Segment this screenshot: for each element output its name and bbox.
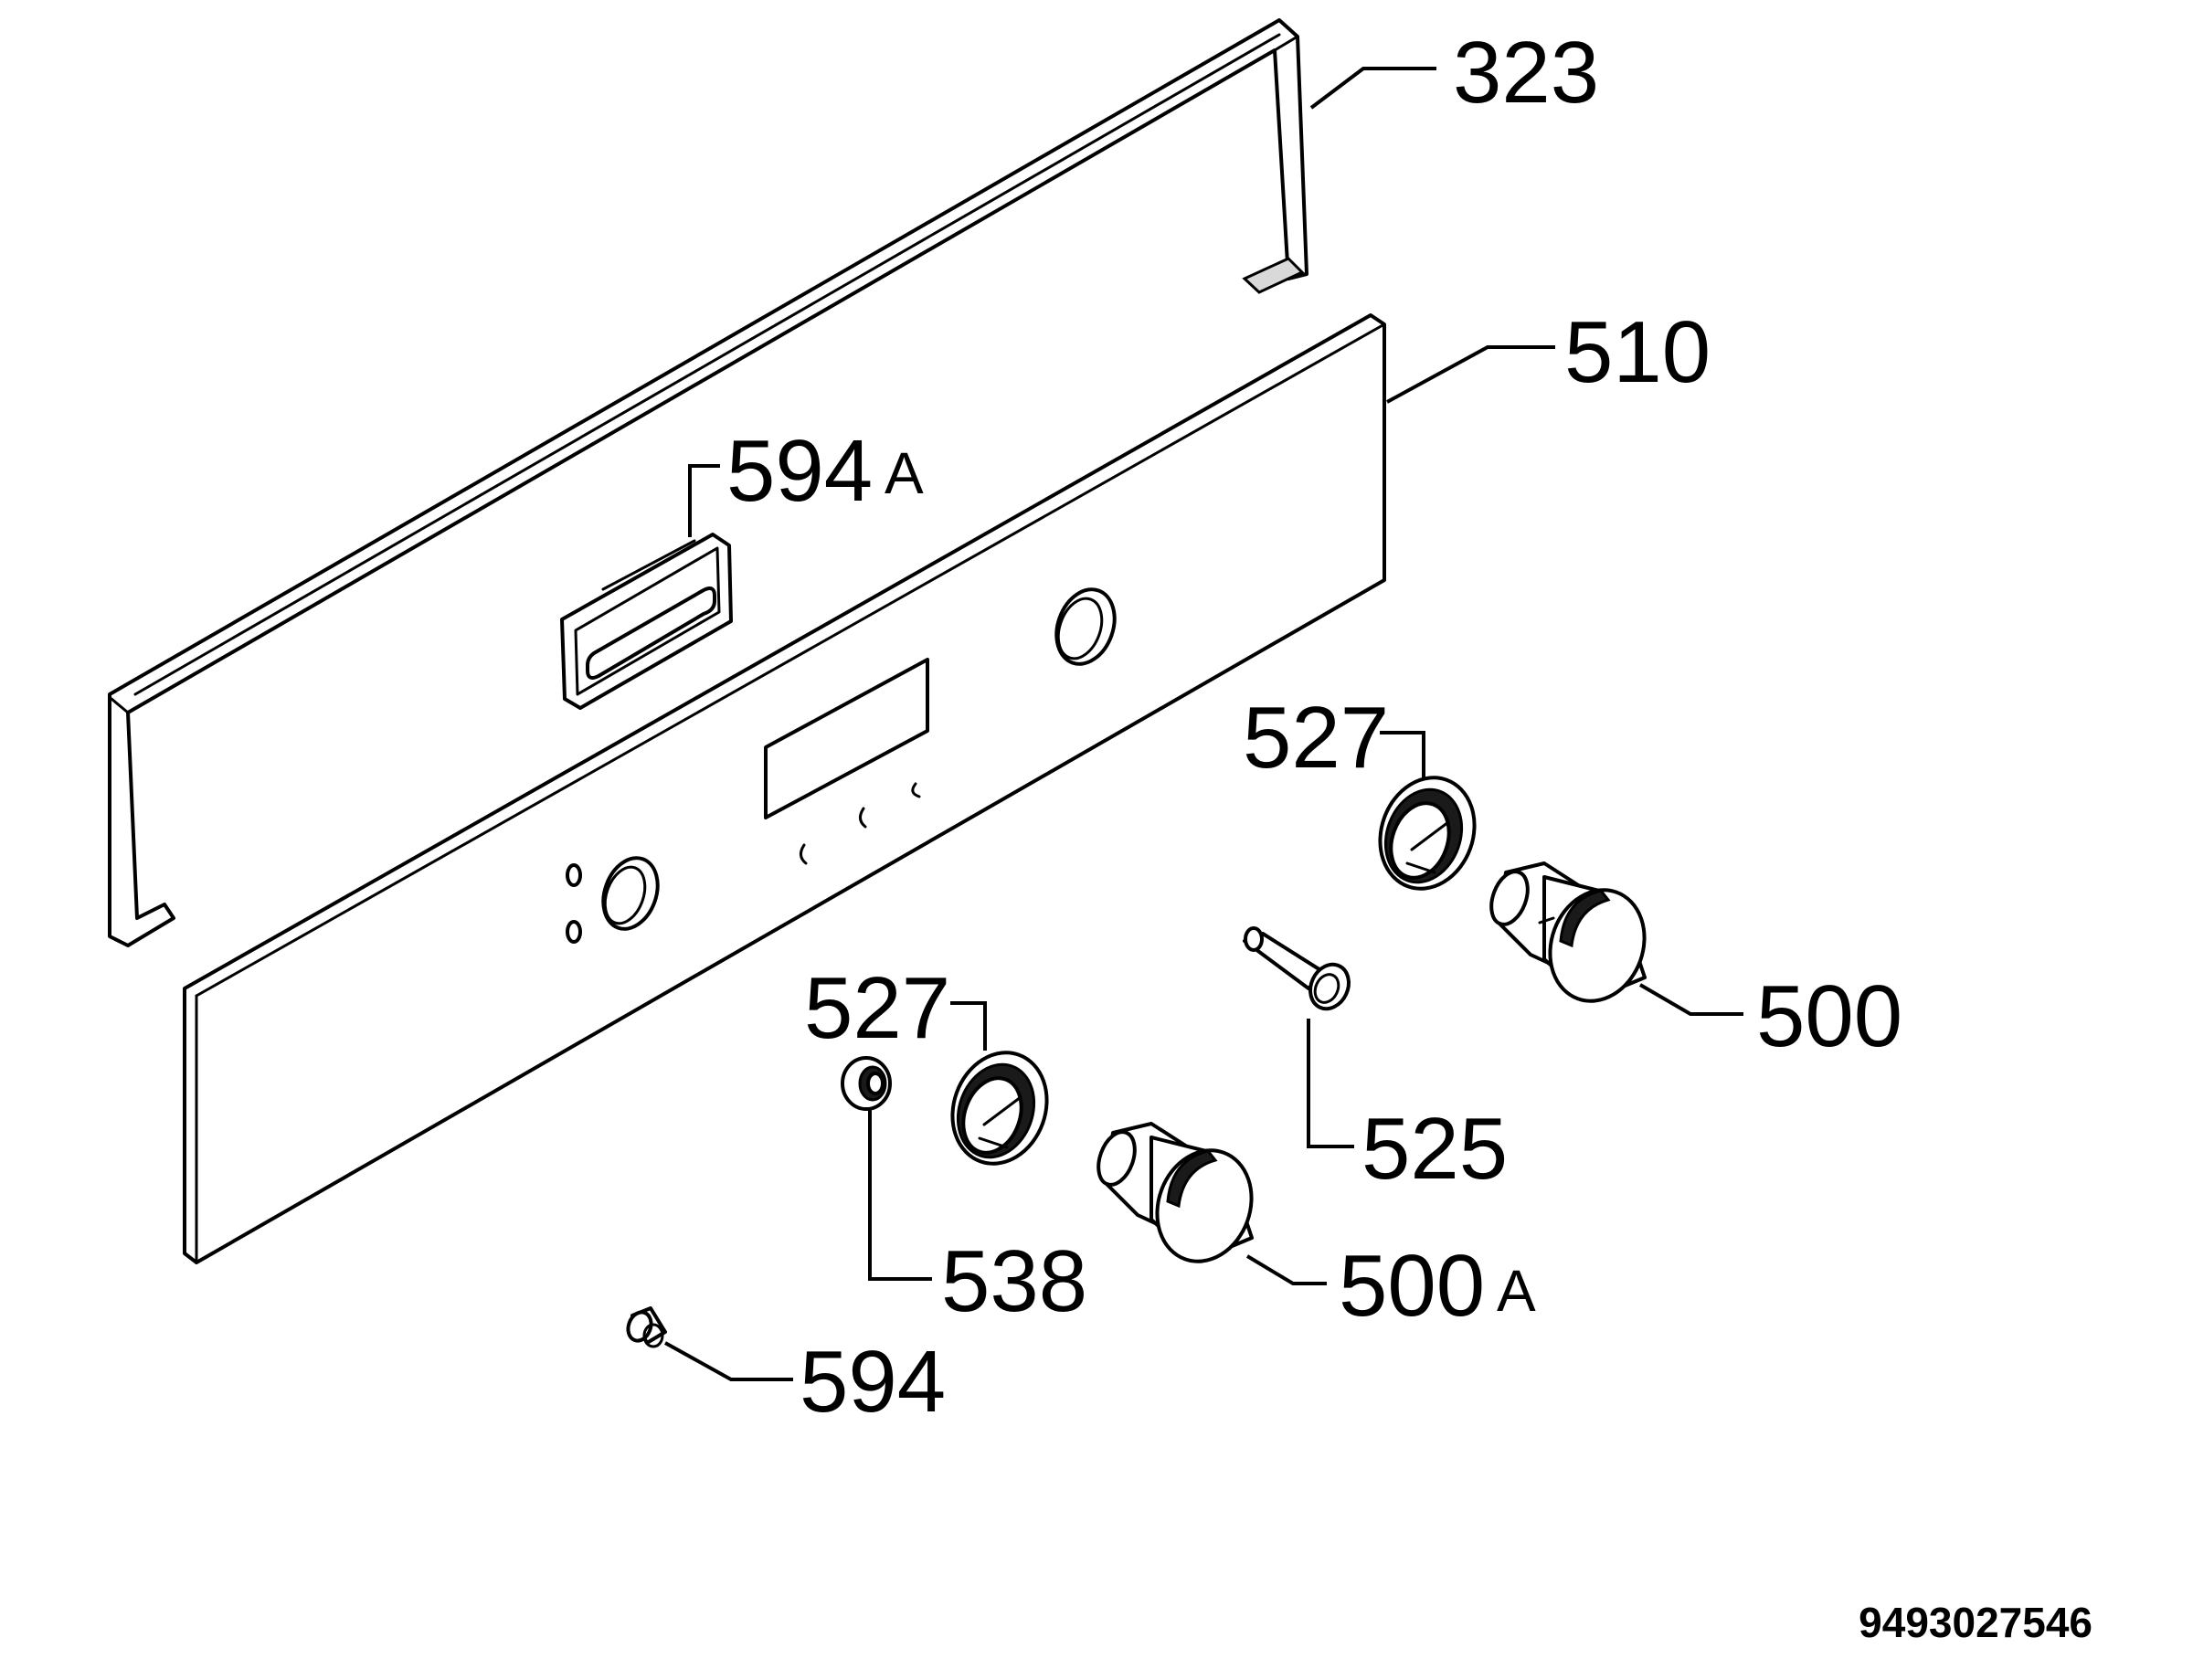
leader-538 — [868, 1109, 932, 1281]
callout-500a-number: 500 — [1339, 1237, 1485, 1335]
callout-labels: 323 510 594 A 527 527 500 525 538 500 A … — [726, 24, 1902, 1431]
callout-594a-number: 594 — [726, 422, 873, 520]
leader-500 — [1638, 983, 1743, 1016]
callout-527-upper-number: 527 — [1243, 689, 1389, 787]
callout-594-number: 594 — [800, 1333, 946, 1431]
leader-525 — [1307, 1019, 1354, 1148]
callout-500-number: 500 — [1756, 967, 1902, 1065]
leader-510 — [1386, 345, 1555, 404]
callout-510-number: 510 — [1564, 303, 1711, 401]
leader-500a — [1245, 1254, 1327, 1285]
leader-594a — [688, 464, 720, 537]
callout-594a-suffix: A — [885, 440, 924, 506]
leader-527-lower — [950, 1001, 987, 1051]
leader-323 — [1309, 67, 1436, 110]
leader-594 — [664, 1341, 793, 1381]
callout-538-number: 538 — [941, 1232, 1087, 1330]
cap-part — [626, 1306, 667, 1348]
knob-left-part — [1096, 1122, 1254, 1263]
bushing-part — [841, 1056, 892, 1111]
callout-525-number: 525 — [1361, 1100, 1508, 1198]
panel-part — [183, 313, 1386, 1264]
spindle-part — [1243, 926, 1351, 1011]
callout-500a-suffix: A — [1497, 1258, 1536, 1324]
document-number: 9493027546 — [1859, 1599, 2092, 1646]
frame-part — [108, 18, 1308, 947]
leader-527-upper — [1380, 731, 1425, 778]
leader-lines — [664, 67, 1743, 1381]
callout-323-number: 323 — [1453, 24, 1599, 122]
bracket-part — [560, 533, 733, 710]
ring-lower-part — [950, 1051, 1049, 1166]
callout-527-lower-number: 527 — [804, 959, 950, 1057]
knob-right-part — [1489, 861, 1647, 1003]
ring-upper-part — [1378, 776, 1477, 891]
